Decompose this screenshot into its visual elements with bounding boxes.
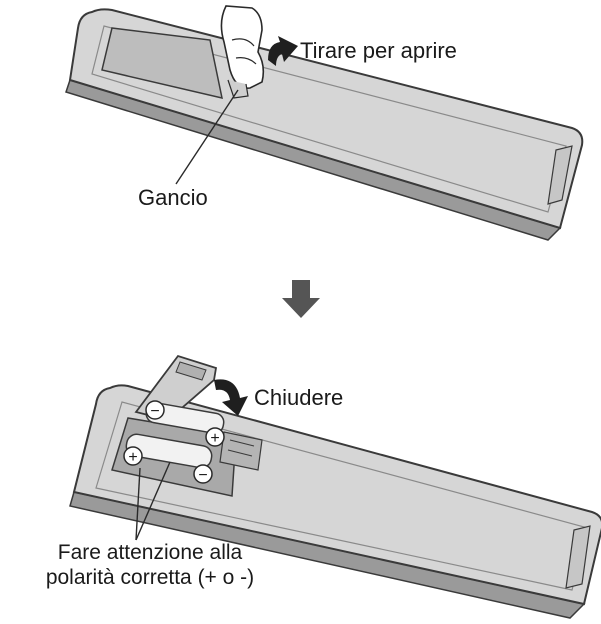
pull-to-open-label: Tirare per aprire (300, 38, 457, 63)
pull-arrow-icon (268, 36, 298, 66)
remote-top (65, 8, 584, 241)
polarity-label-line1: Fare attenzione alla (57, 541, 243, 564)
svg-text:+: + (210, 430, 219, 447)
battery-front (125, 433, 213, 469)
svg-text:+: + (128, 449, 137, 466)
down-arrow-icon (282, 280, 320, 318)
polarity-label-line2: polarità corretta (+ o -) (45, 566, 255, 590)
close-label: Chiudere (254, 385, 344, 410)
polarity-label: Fare attenzione alla polarità corretta (… (0, 540, 300, 590)
hook-leader-line (175, 89, 239, 185)
svg-text:−: − (198, 467, 207, 484)
svg-text:−: − (150, 403, 159, 420)
plus-mark-front-icon: + (123, 446, 143, 466)
plus-mark-back-icon: + (205, 427, 225, 447)
hook-label: Gancio (138, 185, 208, 210)
minus-mark-back-icon: − (145, 400, 165, 420)
minus-mark-front-icon: − (193, 464, 213, 484)
hand-illustration (220, 5, 265, 99)
polarity-leader-lines (135, 461, 171, 541)
close-arrow-icon (214, 379, 248, 416)
